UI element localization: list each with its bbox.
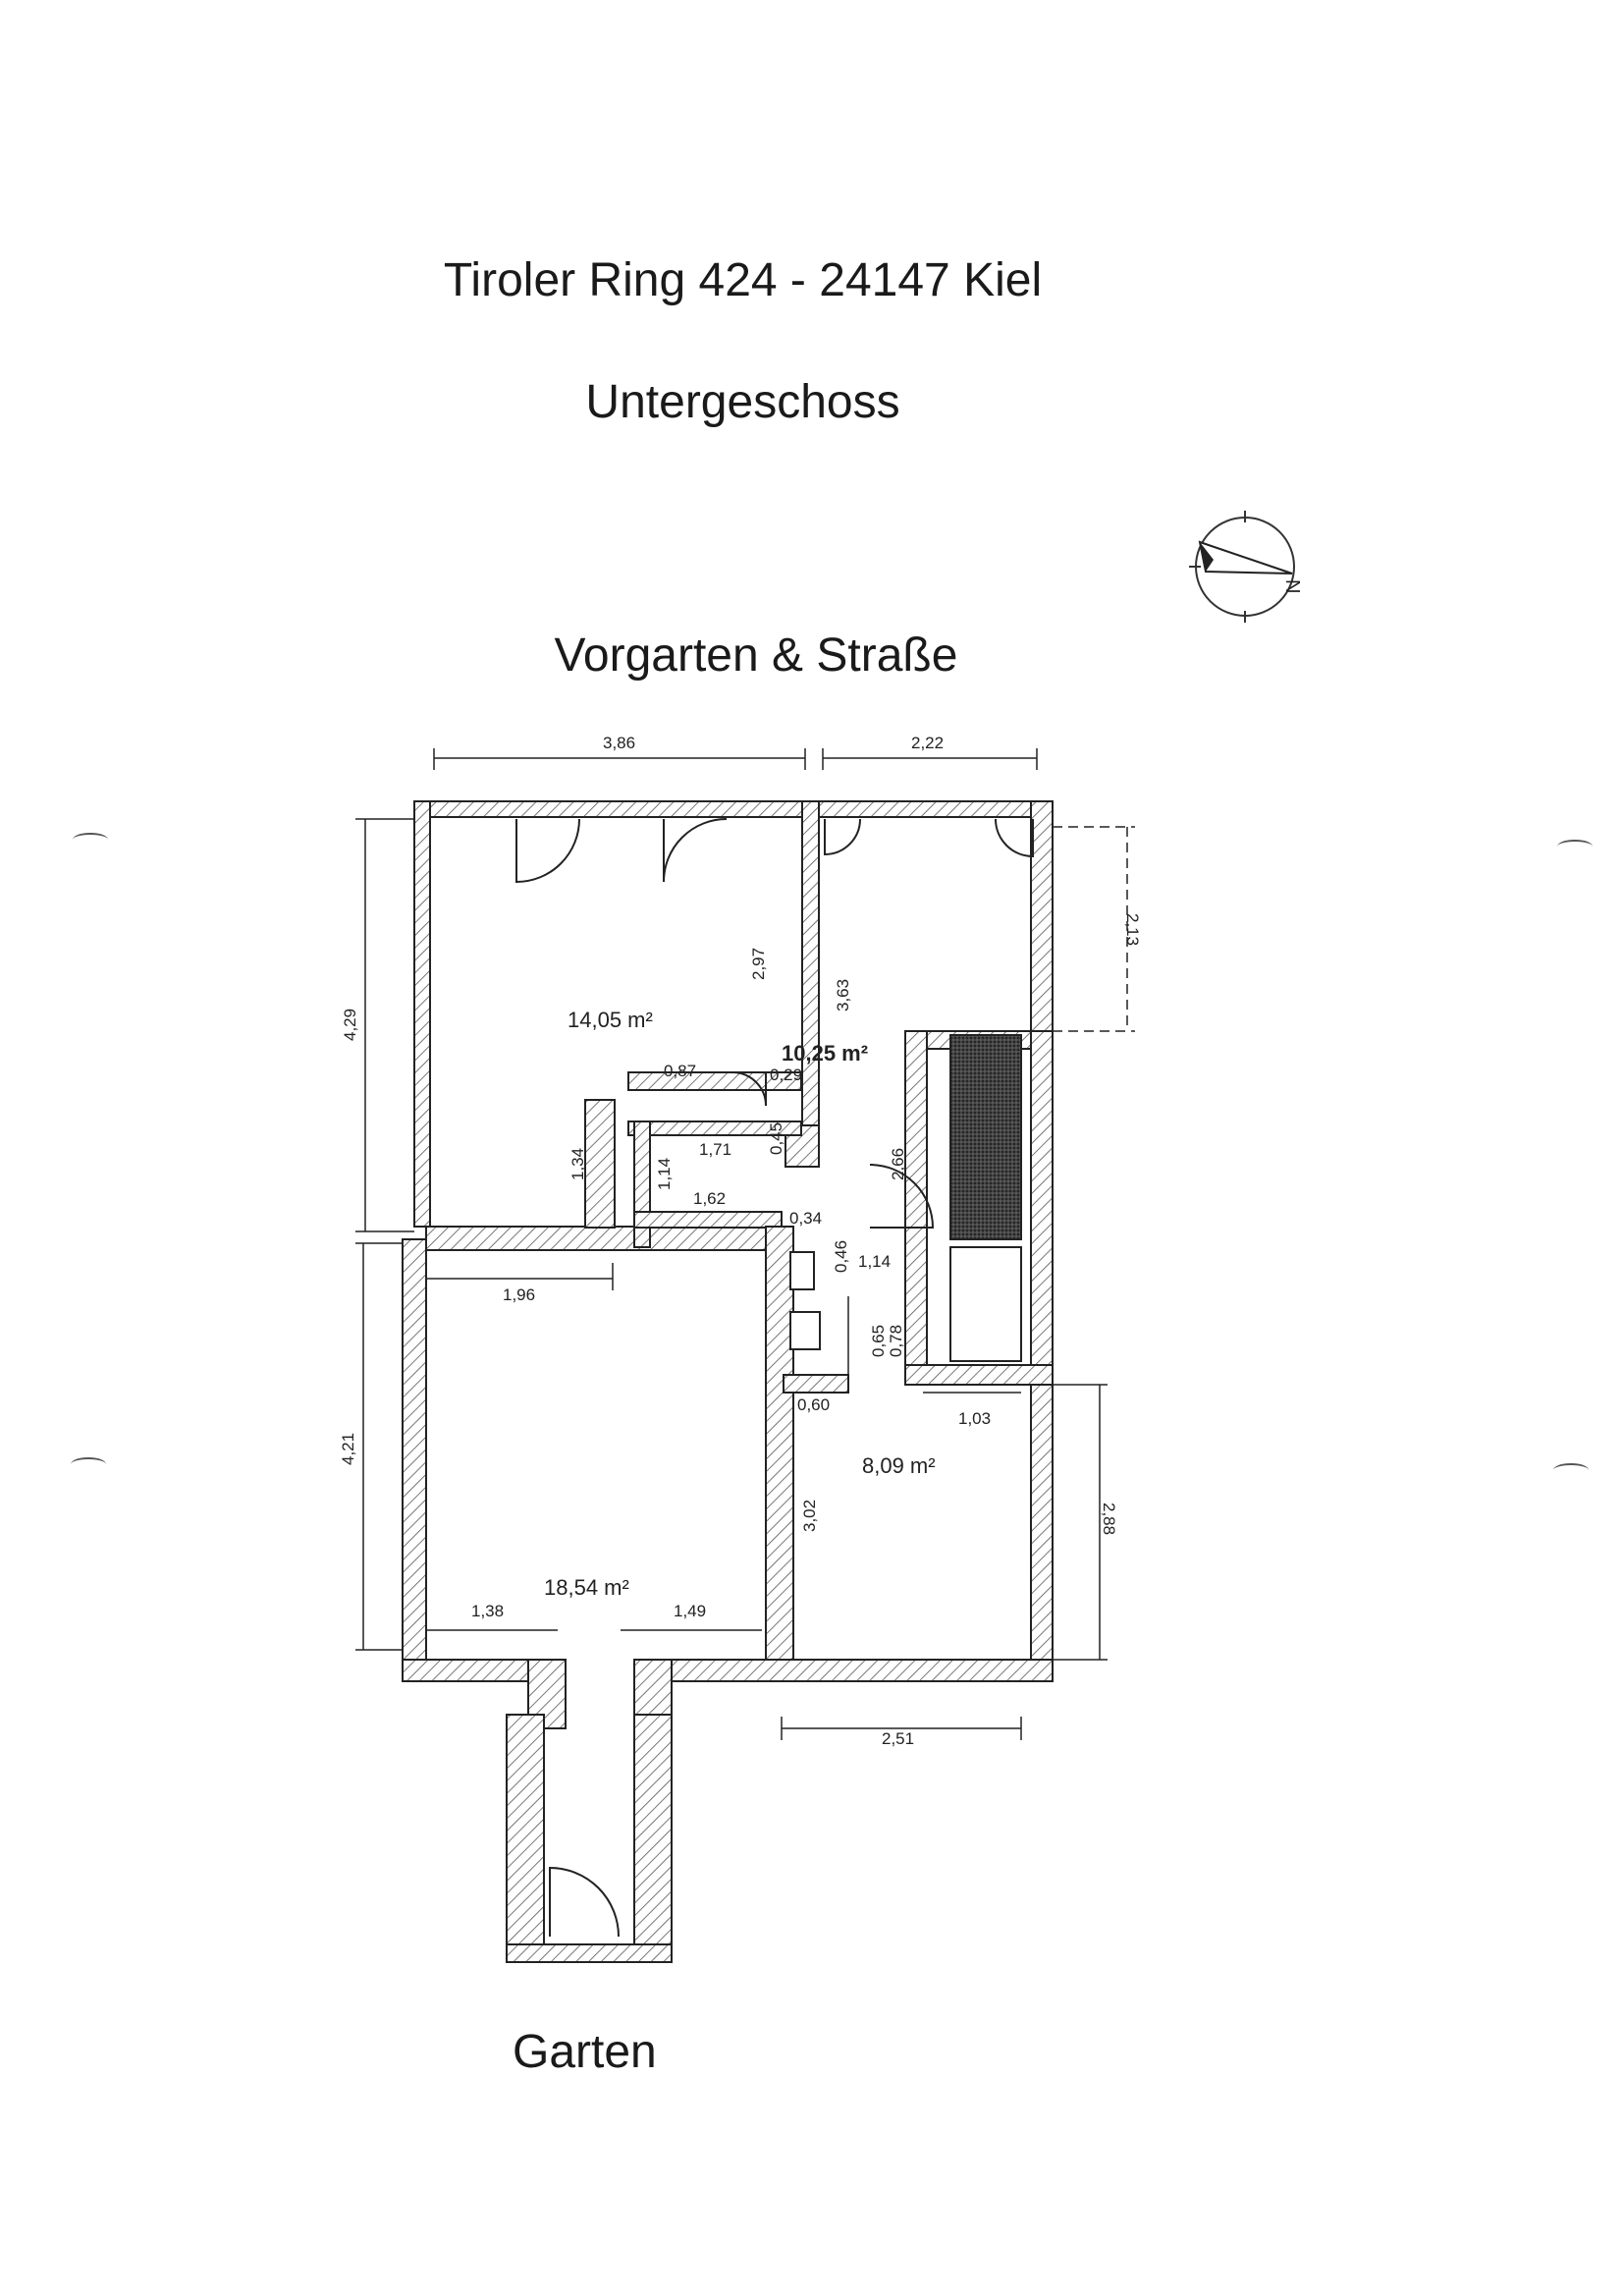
punch-hole-mark [1553, 1463, 1589, 1477]
room-area-bottom-right: 8,09 m² [862, 1453, 936, 1478]
dimension-label: 2,13 [1123, 913, 1142, 946]
dimension-label: 1,96 [503, 1285, 535, 1304]
garden-side-label: Garten [513, 2026, 657, 2078]
room-area-top-left: 14,05 m² [568, 1008, 653, 1032]
dimension-label: 3,02 [800, 1500, 819, 1532]
street-side-label: Vorgarten & Straße [554, 629, 958, 682]
wall-left-upper [413, 800, 431, 1228]
wall-niche [584, 1099, 616, 1229]
dimension-label: 2,66 [889, 1148, 907, 1180]
dimension-label: 1,38 [471, 1602, 504, 1620]
dimension-label: 4,29 [341, 1009, 359, 1041]
dimension-label: 2,97 [749, 948, 768, 980]
punch-hole-mark [1557, 840, 1593, 853]
wall-stair-bottom [904, 1364, 1054, 1386]
floor-subtitle: Untergeschoss [585, 376, 900, 428]
punch-hole-mark [71, 1457, 106, 1471]
dimension-label: 1,14 [858, 1252, 891, 1271]
dimension-label: 0,65 [869, 1325, 888, 1357]
dimension-label: 3,63 [834, 979, 852, 1011]
wall-vestibule-left [506, 1714, 545, 1963]
shaft-blocks [789, 1251, 821, 1350]
dimension-label: 0,34 [789, 1209, 822, 1228]
dimension-label: 2,88 [1100, 1503, 1118, 1535]
dimension-label: 2,22 [911, 734, 944, 752]
dimension-label: 0,29 [770, 1066, 802, 1084]
wall-center-lower [765, 1226, 794, 1666]
punch-hole-mark [73, 833, 108, 847]
room-area-bottom-left: 18,54 m² [544, 1575, 629, 1600]
wall-left-lower [402, 1238, 427, 1661]
dimension-label: 0,87 [664, 1062, 696, 1080]
dimension-lines [355, 748, 1135, 1740]
dimension-label: 1,71 [699, 1140, 731, 1159]
wall-corridor-mid [627, 1121, 802, 1136]
staircase [949, 1034, 1022, 1240]
dimension-label: 3,86 [603, 734, 635, 752]
wall-stair-left [904, 1030, 928, 1386]
document-title: Tiroler Ring 424 - 24147 Kiel [443, 254, 1043, 306]
dimension-label: 1,34 [568, 1148, 587, 1180]
dimension-label: 0,45 [767, 1122, 785, 1155]
dimension-label: 1,14 [655, 1158, 674, 1190]
door-swings [515, 818, 1034, 1938]
wall-right-lower [1030, 1030, 1054, 1661]
wall-vestibule-right [633, 1714, 673, 1963]
walls [402, 800, 1054, 1963]
dimension-label: 1,03 [958, 1409, 991, 1428]
wall-middle [425, 1226, 775, 1251]
wall-top [413, 800, 1054, 818]
wall-bottom-right [633, 1659, 1054, 1682]
wall-vestibule-bottom [506, 1943, 673, 1963]
wall-corridor-bottom [633, 1211, 783, 1229]
dimension-label: 0,78 [887, 1325, 905, 1357]
dimension-label: 0,46 [832, 1240, 850, 1273]
dimension-label: 0,60 [797, 1395, 830, 1414]
wall-small-room-top [783, 1374, 849, 1394]
compass-north-label: N [1281, 579, 1303, 593]
stair-landing [949, 1246, 1022, 1362]
dimension-label: 4,21 [339, 1433, 357, 1465]
dimension-label: 1,49 [674, 1602, 706, 1620]
wall-divider-top [801, 800, 820, 1168]
room-area-top-right: 10,25 m² [782, 1041, 868, 1066]
dimension-label: 2,51 [882, 1729, 914, 1748]
compass-icon: N [1189, 511, 1303, 623]
dimension-label: 1,62 [693, 1189, 726, 1208]
wall-right-upper [1030, 800, 1054, 1044]
